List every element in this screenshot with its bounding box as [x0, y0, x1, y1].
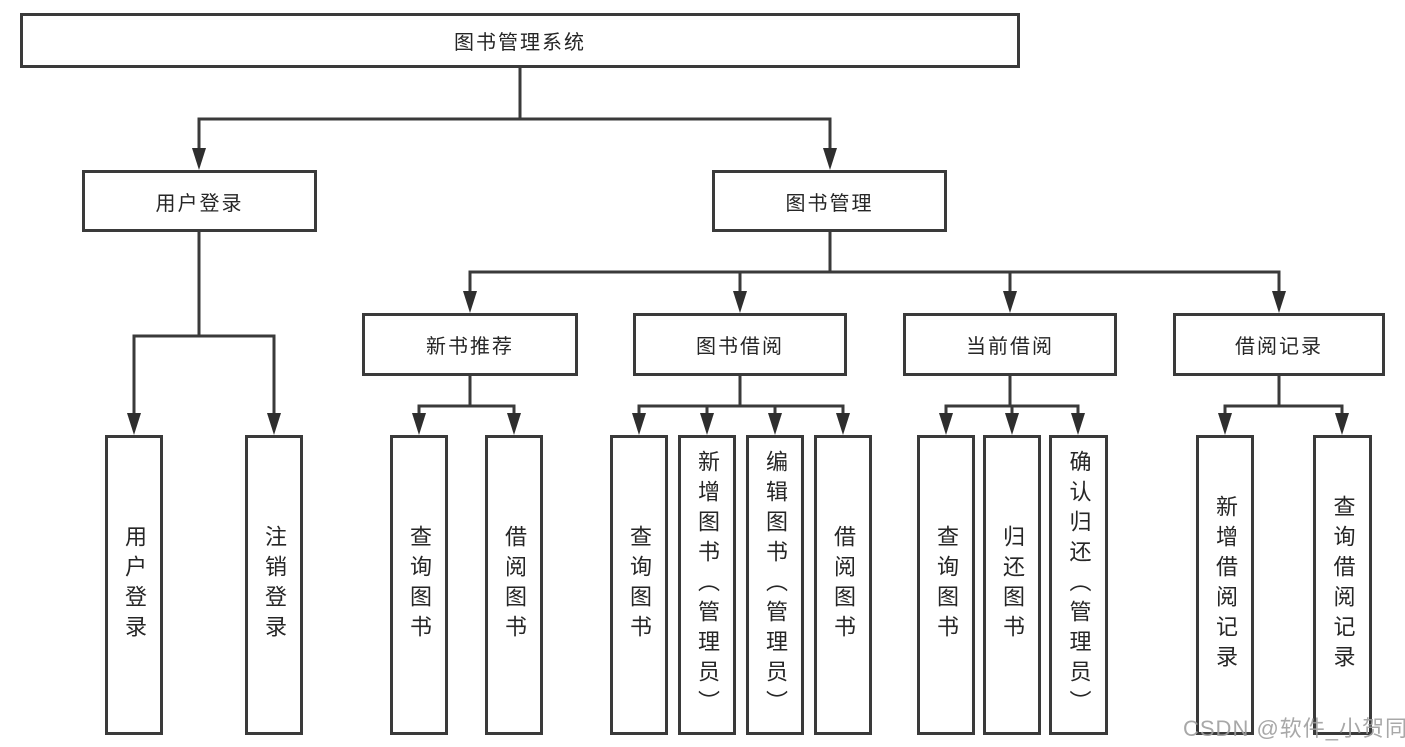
node-label: 图书管理系统: [454, 32, 586, 54]
node-label: 查询图书: [407, 525, 432, 645]
leaf-user-login: 用户登录: [105, 435, 163, 735]
node-label: 查询借阅记录: [1330, 495, 1356, 675]
leaf-borrow-books-recommend: 借阅图书: [485, 435, 543, 735]
node-label: 图书借阅: [696, 336, 784, 358]
arrowhead-down-icon: [1335, 413, 1349, 435]
csdn-watermark: CSDN @软件_小贺同学: [1183, 716, 1405, 741]
node-label: 图书管理: [785, 192, 874, 215]
node-label: 新增借阅记录: [1213, 495, 1238, 675]
arrowhead-down-icon: [939, 413, 953, 435]
arrowhead-down-icon: [836, 413, 850, 435]
node-label: 查询图书: [934, 525, 959, 645]
node-label: 借阅记录: [1235, 336, 1323, 358]
node-label: 借阅图书: [831, 525, 856, 645]
arrowhead-down-icon: [192, 148, 206, 170]
arrowhead-down-icon: [768, 413, 782, 435]
arrowhead-down-icon: [823, 148, 837, 170]
leaf-query-books-borrowing: 查询图书: [610, 435, 668, 735]
arrowhead-down-icon: [632, 413, 646, 435]
node-label: 归还图书: [1000, 525, 1025, 645]
node-book-borrowing: 图书借阅: [633, 313, 847, 376]
node-label: 用户登录: [155, 192, 244, 215]
leaf-return-books: 归还图书: [983, 435, 1041, 735]
node-user-login: 用户登录: [82, 170, 317, 232]
arrowhead-down-icon: [1272, 291, 1286, 313]
leaf-edit-book-admin: 编辑图书（管理员）: [746, 435, 804, 735]
leaf-borrow-books-borrowing: 借阅图书: [814, 435, 872, 735]
node-label: 注销登录: [262, 525, 287, 645]
node-label: 用户登录: [122, 525, 147, 645]
arrowhead-down-icon: [507, 413, 521, 435]
node-label: 新书推荐: [426, 336, 514, 358]
arrowhead-down-icon: [1071, 413, 1085, 435]
leaf-add-borrowing-record: 新增借阅记录: [1196, 435, 1254, 735]
arrowhead-down-icon: [127, 413, 141, 435]
node-label: 新增图书（管理员）: [695, 450, 720, 720]
node-current-borrowing: 当前借阅: [903, 313, 1117, 376]
node-label: 当前借阅: [966, 336, 1054, 358]
node-label: 编辑图书（管理员）: [763, 450, 788, 720]
node-borrowing-records: 借阅记录: [1173, 313, 1385, 376]
node-library-management-system: 图书管理系统: [20, 13, 1020, 68]
node-book-management: 图书管理: [712, 170, 947, 232]
arrowhead-down-icon: [1218, 413, 1232, 435]
node-label: 借阅图书: [502, 525, 527, 645]
leaf-confirm-return-admin: 确认归还（管理员）: [1049, 435, 1108, 735]
leaf-query-borrowing-record: 查询借阅记录: [1313, 435, 1372, 735]
arrowhead-down-icon: [1003, 291, 1017, 313]
leaf-query-books-current: 查询图书: [917, 435, 975, 735]
node-label: 确认归还（管理员）: [1066, 450, 1092, 720]
leaf-query-books-recommend: 查询图书: [390, 435, 448, 735]
arrowhead-down-icon: [700, 413, 714, 435]
node-new-book-recommendation: 新书推荐: [362, 313, 578, 376]
arrowhead-down-icon: [412, 413, 426, 435]
node-label: 查询图书: [627, 525, 652, 645]
arrowhead-down-icon: [1005, 413, 1019, 435]
leaf-logout: 注销登录: [245, 435, 303, 735]
arrowhead-down-icon: [463, 291, 477, 313]
leaf-add-book-admin: 新增图书（管理员）: [678, 435, 736, 735]
arrowhead-down-icon: [267, 413, 281, 435]
arrowhead-down-icon: [733, 291, 747, 313]
